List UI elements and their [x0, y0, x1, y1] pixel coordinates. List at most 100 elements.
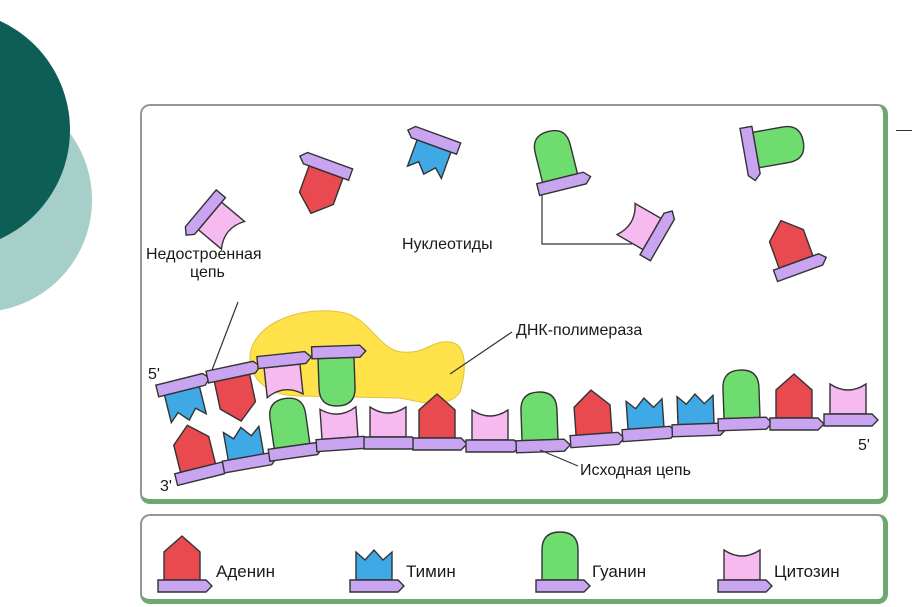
free-cytosine-1	[184, 188, 247, 251]
template-nucleotide-14	[823, 382, 879, 427]
free-thymine-1-base	[406, 138, 452, 181]
free-adenine-2	[768, 219, 828, 283]
template-nucleotide-5-base	[369, 405, 407, 438]
template-nucleotide-5	[363, 405, 419, 450]
legend-label-thymine: Тимин	[406, 562, 456, 581]
label-incomplete-chain-line1: Недостроенная	[146, 246, 262, 263]
template-nucleotide-9-base	[573, 389, 613, 437]
new-chain-nucleotide-4-sugar	[310, 344, 367, 360]
template-nucleotide-5-sugar	[363, 436, 419, 450]
template-nucleotide-9-sugar	[569, 431, 626, 449]
new-chain-nucleotide-3-base	[263, 363, 304, 400]
template-nucleotide-11	[671, 392, 728, 438]
template-nucleotide-6	[412, 393, 468, 451]
new-chain-nucleotide-1-sugar	[154, 372, 211, 398]
label-template-chain: Исходная цепь	[580, 462, 691, 479]
free-guanine-2	[739, 125, 805, 182]
legend-swatch-Тимин	[349, 548, 405, 593]
template-nucleotide-1	[173, 424, 230, 487]
leader-incomplete-chain	[211, 301, 239, 371]
decor-line	[896, 130, 912, 131]
template-nucleotide-13-sugar	[769, 417, 825, 431]
template-nucleotide-3	[267, 397, 324, 463]
new-chain-nucleotide-3-sugar	[256, 350, 313, 370]
template-nucleotide-14-sugar	[823, 413, 879, 427]
free-adenine-2-sugar	[772, 253, 828, 283]
template-nucleotide-7-base	[471, 408, 509, 441]
leader-template-chain	[539, 449, 579, 467]
new-chain-nucleotide-1	[154, 372, 211, 425]
free-thymine-1-sugar	[406, 125, 462, 156]
free-guanine-2-base	[752, 125, 805, 169]
free-guanine-1-sugar	[535, 171, 592, 197]
template-nucleotide-8-base	[520, 391, 559, 442]
legend-swatch-Аденин-sugar	[157, 579, 213, 593]
legend-label-cytosine: Цитозин	[774, 562, 840, 581]
legend-swatch-Цитозин	[717, 548, 773, 593]
template-nucleotide-8-sugar	[515, 438, 572, 454]
legend-label-guanine: Гуанин	[592, 562, 647, 581]
free-cytosine-2-sugar	[639, 210, 676, 262]
template-nucleotide-9	[569, 389, 626, 449]
template-nucleotide-3-base	[268, 397, 311, 450]
label-nucleotides: Нуклеотиды	[402, 236, 493, 253]
leader-polymerase	[449, 331, 513, 375]
leader-nucleotides	[541, 194, 632, 245]
free-guanine-1-base	[533, 129, 579, 184]
label-5-prime-right: 5'	[858, 437, 870, 454]
legend-swatch-Аденин	[157, 535, 213, 593]
legend-swatch-Тимин-base	[355, 548, 393, 581]
template-nucleotide-11-sugar	[671, 422, 728, 438]
legend-swatch-Гуанин	[535, 531, 591, 593]
new-chain-nucleotide-1-base	[163, 385, 208, 425]
template-nucleotide-12-sugar	[717, 416, 774, 432]
decor-circle-dark	[0, 20, 70, 240]
free-guanine-1	[533, 129, 592, 197]
template-nucleotide-8	[515, 391, 572, 454]
template-nucleotide-2	[221, 424, 278, 474]
template-nucleotide-13	[769, 373, 825, 431]
template-nucleotide-10	[621, 397, 678, 443]
label-3-prime-bottom: 3'	[160, 478, 172, 495]
legend-label-adenine: Аденин	[216, 562, 275, 581]
legend-swatch-Тимин-sugar	[349, 579, 405, 593]
template-nucleotide-7-sugar	[465, 439, 521, 453]
template-nucleotide-13-base	[775, 373, 813, 419]
legend-swatch-Гуанин-sugar	[535, 579, 591, 593]
diagram-panel	[140, 104, 888, 504]
template-nucleotide-6-sugar	[412, 437, 468, 451]
free-cytosine-1-base	[197, 201, 247, 251]
template-nucleotide-7	[465, 408, 521, 453]
new-chain-nucleotide-3	[256, 350, 313, 400]
label-incomplete-chain-line2: цепь	[190, 264, 225, 281]
legend-swatch-Аденин-base	[163, 535, 201, 581]
label-incomplete-chain: Недостроенная цепь	[146, 246, 306, 282]
template-nucleotide-11-base	[676, 392, 715, 426]
new-chain-nucleotide-4	[310, 344, 367, 407]
new-chain-nucleotide-2-sugar	[205, 360, 262, 384]
free-cytosine-2-base	[615, 202, 662, 251]
new-chain-nucleotide-2-base	[213, 373, 257, 422]
free-adenine-1-sugar	[298, 151, 354, 182]
new-chain-nucleotide-2	[205, 360, 262, 422]
legend-swatch-Цитозин-sugar	[717, 579, 773, 593]
template-nucleotide-10-base	[625, 397, 665, 431]
free-thymine-1	[406, 125, 462, 181]
free-guanine-2-sugar	[739, 125, 761, 182]
legend-swatch-Гуанин-base	[541, 531, 579, 581]
free-cytosine-2	[615, 202, 676, 262]
template-nucleotide-12-base	[722, 369, 761, 420]
template-nucleotide-4-base	[319, 405, 359, 441]
label-5-prime-top: 5'	[148, 366, 160, 383]
free-cytosine-1-sugar	[184, 188, 227, 236]
template-nucleotide-12	[717, 369, 774, 432]
template-nucleotide-14-base	[829, 382, 867, 415]
free-adenine-1	[298, 151, 354, 215]
template-nucleotide-4	[315, 405, 372, 453]
legend-swatch-Цитозин-base	[723, 548, 761, 581]
new-chain-nucleotide-4-base	[317, 356, 356, 407]
label-dna-polymerase: ДНК-полимераза	[516, 322, 643, 339]
template-nucleotide-2-base	[222, 424, 265, 461]
